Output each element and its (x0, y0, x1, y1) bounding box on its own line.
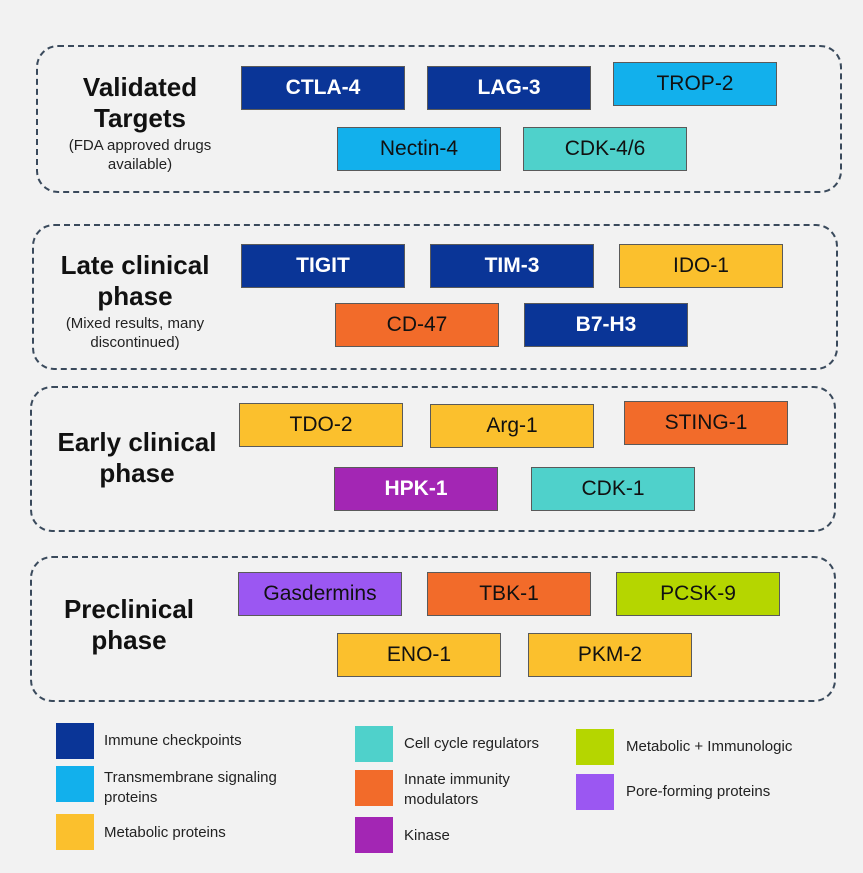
legend-swatch-metabolic (56, 814, 94, 850)
target-label: TIGIT (296, 254, 350, 277)
phase-panel-preclinical (30, 556, 836, 702)
target-label: CTLA-4 (285, 76, 361, 99)
target-label: STING-1 (664, 411, 748, 434)
target-label: TIM-3 (484, 254, 540, 277)
legend-swatch-transmembrane (56, 766, 94, 802)
target-ido-1: IDO-1 (619, 244, 783, 288)
phase-title-text: Early clinical phase (57, 427, 217, 488)
phase-panel-validated (36, 45, 842, 193)
target-label: CDK-1 (581, 477, 645, 500)
phase-panel-late-clinical (32, 224, 838, 370)
target-label: IDO-1 (672, 254, 729, 277)
legend-label-transmembrane: Transmembrane signaling proteins (104, 769, 277, 806)
phase-panel-early-clinical (30, 386, 836, 532)
target-tdo-2: TDO-2 (239, 403, 403, 447)
target-label: TBK-1 (479, 582, 539, 605)
legend-label-metabolic: Metabolic proteins (104, 824, 226, 841)
target-label: CD-47 (386, 313, 448, 336)
target-label: CDK-4/6 (564, 137, 646, 160)
target-label: ENO-1 (386, 643, 452, 666)
target-cdk-4-6: CDK-4/6 (523, 127, 687, 171)
target-label: B7-H3 (575, 313, 637, 336)
phase-title-text: Validated Targets (82, 72, 198, 133)
phase-title-text: Preclinical phase (63, 594, 195, 655)
target-hpk-1: HPK-1 (334, 467, 498, 511)
target-pcsk-9: PCSK-9 (616, 572, 780, 616)
phase-title-early-clinical: Early clinical phase (44, 427, 230, 489)
legend-swatch-kinase (355, 817, 393, 853)
target-b7-h3: B7-H3 (524, 303, 688, 347)
legend-swatch-pore-forming (576, 774, 614, 810)
target-cdk-1: CDK-1 (531, 467, 695, 511)
legend-label-innate-immunity: Innate immunity modulators (404, 771, 510, 808)
legend-swatch-immune-checkpoints (56, 723, 94, 759)
target-gasdermins: Gasdermins (238, 572, 402, 616)
target-label: PCSK-9 (660, 582, 736, 605)
target-arg-1: Arg-1 (430, 404, 594, 448)
phase-title-text: Late clinical phase (60, 250, 210, 311)
phase-subtitle: (FDA approved drugs available) (68, 137, 212, 173)
legend-label-metabolic-immunologic: Metabolic + Immunologic (626, 738, 793, 755)
target-pkm-2: PKM-2 (528, 633, 692, 677)
phase-subtitle: (Mixed results, many discontinued) (65, 315, 205, 351)
target-label: Arg-1 (486, 414, 538, 437)
target-label: LAG-3 (477, 76, 541, 99)
legend-label-cell-cycle: Cell cycle regulators (404, 735, 540, 752)
phase-title-validated: Validated Targets (FDA approved drugs av… (50, 72, 230, 174)
target-eno-1: ENO-1 (337, 633, 501, 677)
target-label: Gasdermins (263, 582, 377, 605)
target-label: Nectin-4 (379, 137, 459, 160)
target-trop-2: TROP-2 (613, 62, 777, 106)
target-cd-47: CD-47 (335, 303, 499, 347)
target-tbk-1: TBK-1 (427, 572, 591, 616)
legend-label-pore-forming: Pore-forming proteins (626, 783, 771, 800)
target-tigit: TIGIT (241, 244, 405, 288)
phase-title-preclinical: Preclinical phase (46, 594, 212, 656)
legend-label-immune-checkpoints: Immune checkpoints (104, 732, 242, 749)
target-sting-1: STING-1 (624, 401, 788, 445)
target-label: TROP-2 (656, 72, 734, 95)
target-tim-3: TIM-3 (430, 244, 594, 288)
target-nectin-4: Nectin-4 (337, 127, 501, 171)
target-label: HPK-1 (384, 477, 448, 500)
phase-title-late-clinical: Late clinical phase (Mixed results, many… (40, 250, 230, 352)
target-label: TDO-2 (289, 413, 353, 436)
legend-swatch-metabolic-immunologic (576, 729, 614, 765)
legend-swatch-cell-cycle (355, 726, 393, 762)
target-label: PKM-2 (577, 643, 643, 666)
target-lag-3: LAG-3 (427, 66, 591, 110)
legend-label-kinase: Kinase (404, 827, 450, 844)
legend-swatch-innate-immunity (355, 770, 393, 806)
target-ctla-4: CTLA-4 (241, 66, 405, 110)
